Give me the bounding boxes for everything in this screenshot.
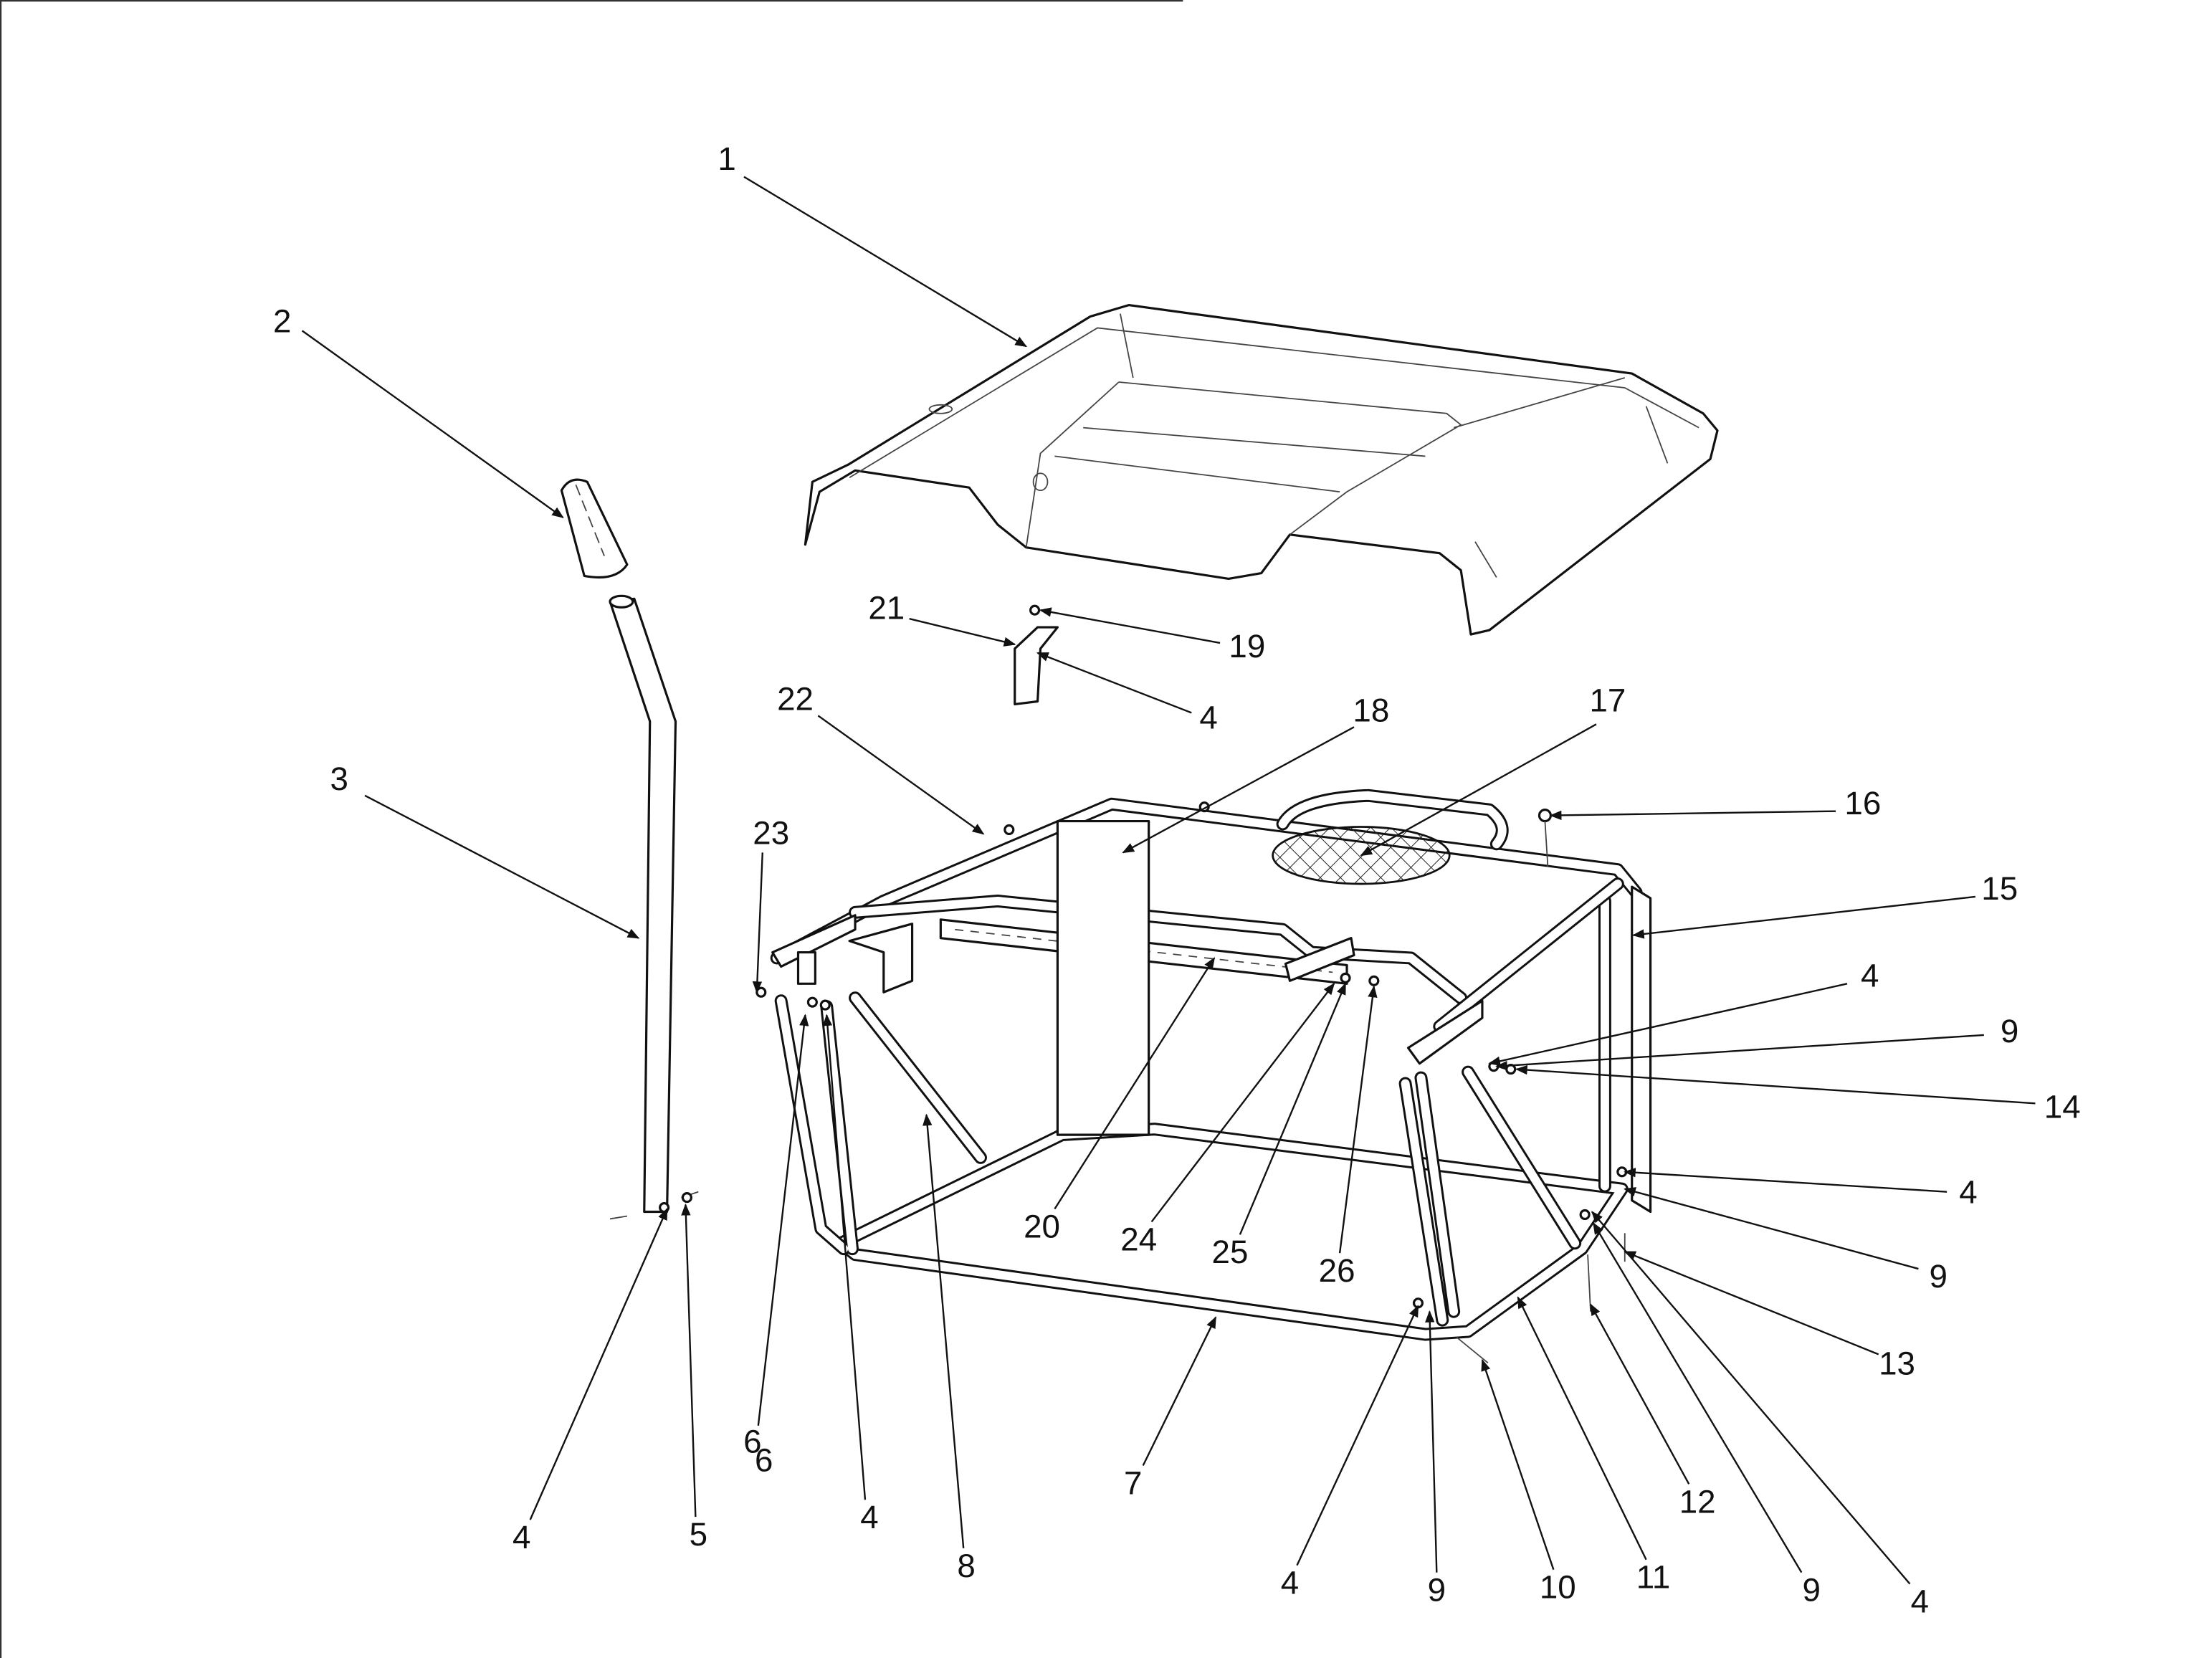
callout-8: 8 [957,1548,975,1584]
leader-line-15 [1632,895,1976,939]
leader-line-19 [1039,607,1221,644]
callout-18: 18 [1353,692,1389,728]
callout-24: 24 [1120,1221,1157,1257]
leader-line-8 [923,1113,965,1548]
callout-22: 22 [777,681,814,718]
callout-2: 2 [273,303,291,340]
callout-14: 14 [2044,1088,2081,1125]
leader-line-12 [1590,1303,1690,1485]
leader-line-24 [1150,982,1335,1223]
side-panel [1631,885,1652,1214]
callout-16: 16 [1844,785,1881,821]
callout-6: 6 [743,1424,761,1460]
callout-9: 9 [2001,1013,2018,1049]
leader-line-4 [1036,652,1192,714]
callout-23: 23 [753,815,789,852]
leader-line-4 [1296,1305,1419,1566]
callout-9: 9 [1803,1572,1821,1609]
callout-6: 6 [755,1442,773,1479]
back-panel [1056,819,1150,1136]
callout-4: 4 [513,1519,530,1555]
leader-line-17 [1360,723,1597,857]
leader-lines [301,176,2036,1585]
leader-line-6 [757,1014,809,1426]
callout-4: 4 [860,1499,878,1535]
leader-line-7 [1142,1316,1217,1467]
callout-4: 4 [1199,699,1217,735]
leader-line-26 [1338,985,1378,1254]
callout-3: 3 [330,761,348,797]
callout-9: 9 [1428,1572,1446,1609]
leader-line-4 [1624,1168,1948,1193]
leader-line-3 [364,794,640,939]
bracket [1014,604,1059,706]
callout-20: 20 [1024,1208,1060,1244]
leader-line-21 [909,617,1016,647]
leader-line-5 [681,1203,697,1518]
leader-line-18 [1122,726,1355,854]
leader-line-13 [1624,1251,1879,1356]
leader-line-4 [822,1014,867,1500]
leader-line-4 [529,1207,668,1520]
leader-line-2 [301,330,564,518]
fasteners [755,801,1628,1364]
callout-4: 4 [1911,1583,1929,1619]
leader-line-9 [1593,1221,1803,1573]
callout-12: 12 [1679,1483,1716,1520]
support-tube [609,594,699,1220]
leader-line-25 [1239,982,1347,1235]
leader-line-11 [1517,1296,1647,1561]
callout-19: 19 [1229,628,1265,664]
callout-10: 10 [1540,1569,1576,1606]
callout-9: 9 [1930,1258,1948,1295]
callout-4: 4 [1281,1565,1299,1601]
leader-line-22 [817,715,985,835]
grip [560,478,629,579]
leader-line-23 [752,852,763,994]
callout-15: 15 [1981,870,2018,907]
callout-1: 1 [718,140,735,177]
leader-line-9 [1624,1187,1919,1270]
callout-4: 4 [1861,957,1879,994]
leader-line-10 [1481,1358,1555,1571]
leader-line-14 [1515,1064,2036,1105]
leader-line-9 [1425,1310,1438,1573]
callout-21: 21 [868,589,905,626]
leader-line-4 [1591,1211,1911,1585]
leader-line-16 [1549,810,1836,821]
callout-26: 26 [1319,1252,1355,1289]
callout-5: 5 [690,1516,707,1553]
callout-4: 4 [1959,1174,1977,1211]
leader-line-9 [1495,1034,1984,1071]
callout-11: 11 [1636,1559,1670,1596]
callout-17: 17 [1589,682,1626,719]
callout-25: 25 [1212,1234,1249,1270]
callout-7: 7 [1124,1464,1142,1501]
leader-line-1 [743,176,1028,348]
callout-13: 13 [1879,1345,1915,1381]
page-border [0,0,1183,1658]
leader-line-4 [1488,983,1848,1066]
canopy-roof [804,304,1719,636]
leader-line-20 [1054,957,1216,1210]
